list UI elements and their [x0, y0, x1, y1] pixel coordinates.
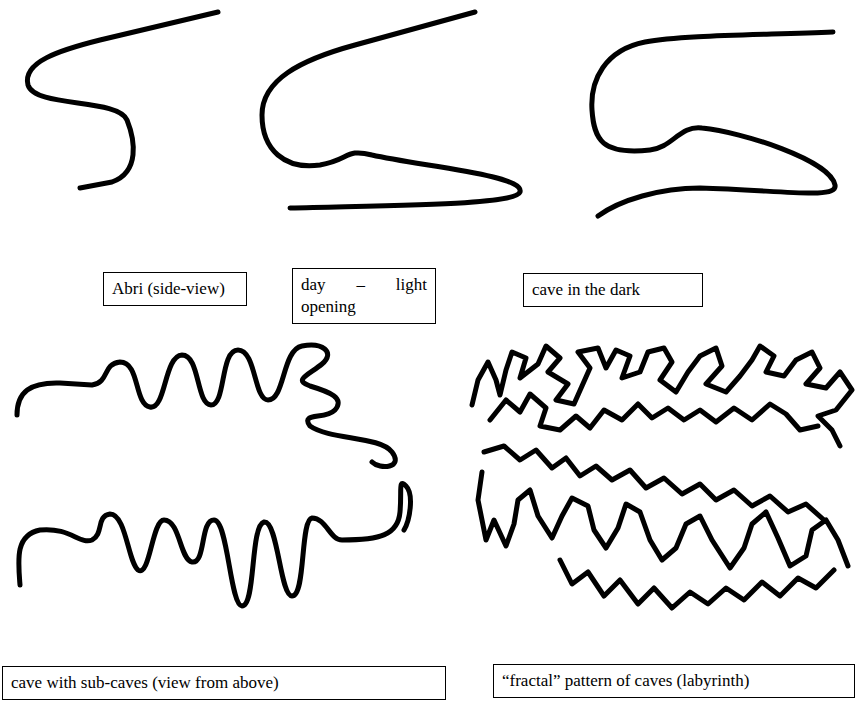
light-opening-curve	[262, 12, 520, 208]
caption-text: cave in the dark	[532, 279, 694, 301]
caption-text: “fractal” pattern of caves (labyrinth)	[502, 670, 846, 692]
label-box: cave with sub-caves (view from above)	[2, 666, 446, 700]
dark-cave-curve	[592, 32, 835, 216]
label-box: day – light opening	[292, 268, 436, 324]
label-box: “fractal” pattern of caves (labyrinth)	[493, 664, 855, 698]
sub-caves-lower-curve	[19, 484, 411, 606]
label-box: Abri (side-view)	[103, 272, 247, 306]
abri-curve	[27, 12, 218, 188]
label-box: cave in the dark	[523, 273, 703, 307]
sub-caves-upper-curve	[17, 345, 395, 466]
caption-text: day – light opening	[301, 274, 427, 318]
labyrinth-curves	[472, 346, 852, 608]
caption-text: cave with sub-caves (view from above)	[11, 672, 437, 694]
caption-text: Abri (side-view)	[112, 278, 238, 300]
